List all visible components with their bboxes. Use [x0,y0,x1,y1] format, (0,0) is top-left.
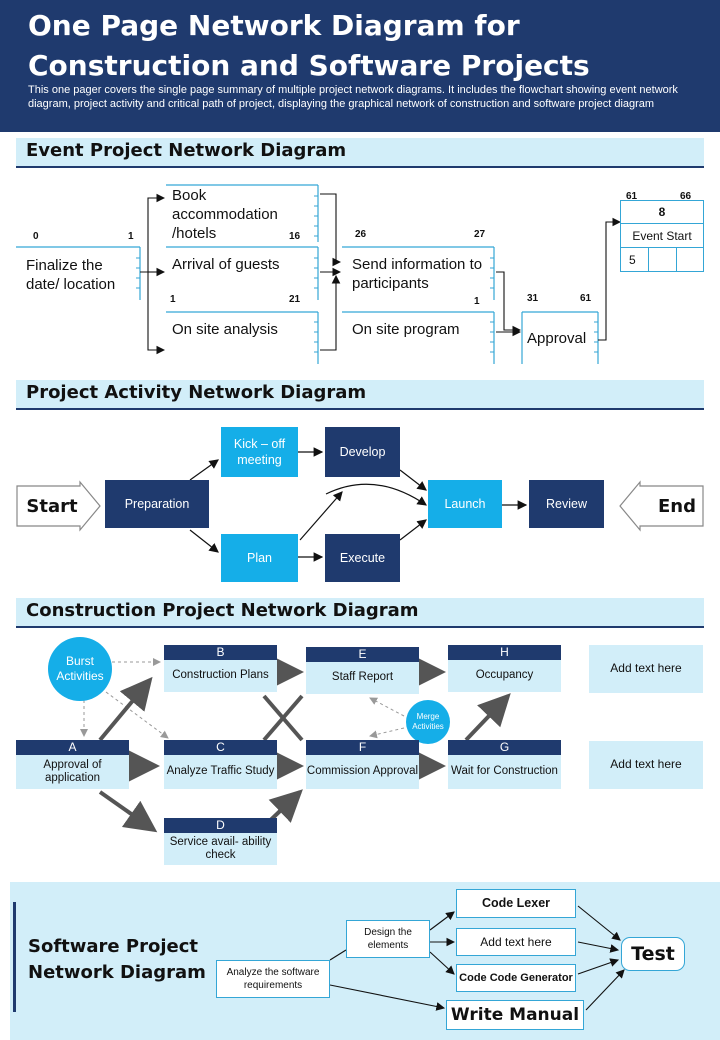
onsite-program-node: On site program [352,321,460,338]
send-info-node: Send information to participants [352,256,483,292]
page-title: One Page Network Diagram for Constructio… [28,9,590,82]
arrival-start-num: 1 [170,294,176,305]
activity-section-heading: Project Activity Network Diagram [26,382,367,403]
node-c-letter: C [164,740,277,755]
execute-node: Execute [325,534,400,582]
approval-start-num: 31 [527,293,539,304]
node-g-body: Wait for Construction [448,755,561,789]
code-generator-box: Code Code Generator [456,964,576,992]
add-text-box-2: Add text here [589,741,703,789]
burst-activities-circle: Burst Activities [48,637,112,701]
node-b-letter: B [164,645,277,660]
software-section-heading: Software Project Network Diagram [28,936,206,983]
send-end-num: 27 [474,229,486,240]
send-start-num: 26 [355,229,367,240]
add-text-software-box: Add text here [456,928,576,956]
arrival-node: Arrival of guests [172,256,280,273]
onsite-analysis-node: On site analysis [172,321,278,338]
approval-node: Approval [527,330,587,347]
node-e-letter: E [306,647,419,662]
node-h-letter: H [448,645,561,660]
write-manual-box: Write Manual [446,1000,584,1030]
start-arrow: Start [26,495,78,517]
plan-node: Plan [221,534,298,582]
review-node: Review [529,480,604,528]
event-start-top-left: 61 [626,191,638,202]
approval-end-num: 61 [580,293,592,304]
event-start-node: 8 Event Start 5 [620,200,704,272]
event-start-top-right: 66 [680,191,692,202]
node-c-body: Analyze Traffic Study [164,755,277,789]
event-start-cell-3 [676,247,704,272]
onsite-program-start-num: 1 [474,296,480,307]
end-arrow: End [658,495,696,517]
activity-section-bar: Project Activity Network Diagram [16,380,704,410]
analyze-requirements-box: Analyze the software requirements [216,960,330,998]
node-d-body: Service avail- ability check [164,833,277,865]
construction-section-heading: Construction Project Network Diagram [26,600,419,621]
node-g-letter: G [448,740,561,755]
code-lexer-box: Code Lexer [456,889,576,918]
software-section-panel [10,882,720,1040]
node-f-body: Commission Approval [306,755,419,789]
node-d-letter: D [164,818,277,833]
launch-node: Launch [428,480,502,528]
merge-activities-circle: Merge Activities [406,700,450,744]
kickoff-node: Kick – off meeting [221,427,298,477]
node-e-body: Staff Report [306,662,419,694]
add-text-box-1: Add text here [589,645,703,693]
node-a-letter: A [16,740,129,755]
finalize-start-num: 0 [33,231,39,242]
event-section-bar: Event Project Network Diagram [16,138,704,168]
event-section-heading: Event Project Network Diagram [26,140,347,161]
page-subtitle: This one pager covers the single page su… [28,84,678,110]
finalize-node: Finalize the date/ location [26,257,116,293]
book-end-num: 16 [289,231,301,242]
software-accent-bar [13,902,16,1012]
construction-section-bar: Construction Project Network Diagram [16,598,704,628]
node-b-body: Construction Plans [164,660,277,692]
node-f-letter: F [306,740,419,755]
test-box: Test [621,937,685,971]
develop-node: Develop [325,427,400,477]
node-h-body: Occupancy [448,660,561,692]
arrival-end-num: 21 [289,294,301,305]
design-elements-box: Design the elements [346,920,430,958]
preparation-node: Preparation [105,480,209,528]
node-a-body: Approval of application [16,755,129,789]
finalize-end-num: 1 [128,231,134,242]
header-banner [0,0,720,132]
book-node: Book accommodation /hotels [172,187,278,242]
